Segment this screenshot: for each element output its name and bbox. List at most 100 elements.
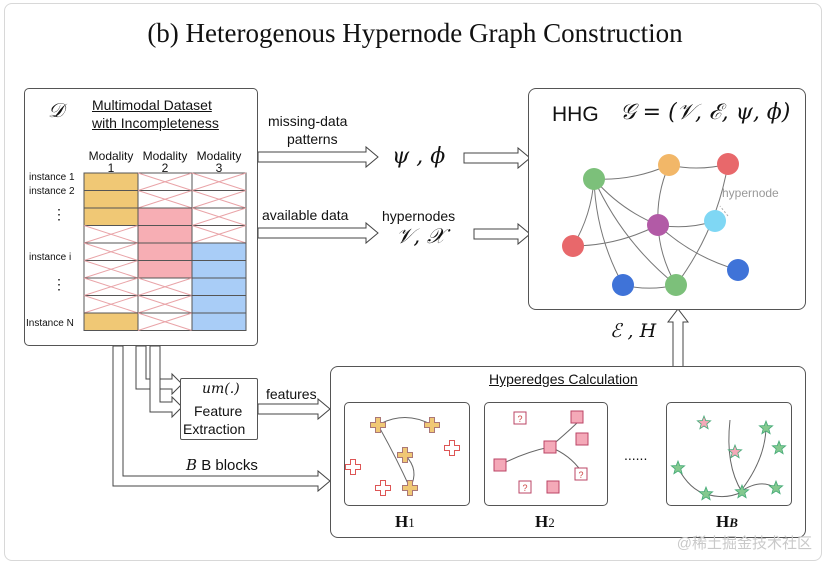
square-node: [493, 458, 507, 472]
graph-node: [665, 274, 687, 296]
b-blocks-label: B B blocks: [186, 456, 258, 474]
cross-node: [424, 417, 440, 433]
arrow-to-extraction-lower: [149, 345, 183, 419]
hyperedge-curve: [377, 417, 433, 426]
missing-cross: [191, 190, 247, 209]
missing-patterns-label-1: missing-data: [268, 113, 348, 129]
incompleteness-grid: [83, 172, 247, 331]
graph-node: [583, 168, 605, 190]
block-ellipsis: ......: [624, 447, 648, 463]
hyperedge-block-b: [666, 402, 792, 506]
missing-cross: [83, 225, 139, 244]
arrow-edges-to-hhg: [666, 308, 690, 369]
extraction-function: 𝑢𝑚(.): [202, 381, 240, 397]
dataset-title-line2: with Incompleteness: [92, 115, 219, 131]
missing-mark: ?: [578, 470, 583, 480]
cross-node: [402, 480, 418, 496]
block-label-b: HB: [716, 512, 738, 531]
star-node: [670, 459, 686, 475]
hhg-graph: [562, 153, 749, 296]
hypernode-label: hypernode: [722, 186, 779, 200]
hhg-formula: 𝒢 = (𝒱, ℰ, ψ, ϕ): [620, 100, 791, 125]
graph-node: [562, 235, 584, 257]
missing-node: [345, 459, 361, 475]
missing-cross: [137, 190, 193, 209]
grid-cell-present: [191, 312, 247, 331]
feature-extraction-box: [180, 378, 258, 440]
arrow-patterns-to-hhg: [463, 146, 531, 170]
arrow-features: [257, 397, 331, 421]
missing-node: [375, 480, 391, 496]
hyperedge-curve: [739, 427, 767, 493]
graph-edge: [593, 178, 677, 286]
instance-label-n: Instance N: [26, 318, 74, 329]
hhg-label: HHG: [552, 103, 599, 126]
hhg-box: [528, 88, 806, 310]
hypernodes-label: hypernodes: [382, 208, 456, 224]
hyperedge-curve: [728, 419, 743, 493]
cross-node: [370, 417, 386, 433]
missing-node: [518, 480, 532, 494]
square-node: [546, 480, 560, 494]
graph-node: [647, 214, 669, 236]
missing-cross: [83, 242, 139, 261]
star-node: [758, 419, 774, 435]
missing-node: [513, 411, 527, 425]
watermark: @稀土掘金技术社区: [676, 535, 812, 552]
available-data-label: available data: [262, 207, 349, 223]
hypernodes-result: 𝒱, 𝒳: [396, 224, 445, 248]
missing-cross: [191, 207, 247, 226]
hyperedge-block-2: [484, 402, 608, 506]
instance-dots-1: ⋮: [52, 206, 66, 222]
dataset-symbol: 𝒟: [48, 98, 64, 122]
hyperedges-title: Hyperedges Calculation: [489, 371, 638, 387]
figure-title: (b) Heterogenous Hypernode Graph Constru…: [147, 18, 683, 48]
cross-node: [397, 447, 413, 463]
graph-node: [704, 210, 726, 232]
missing-patterns-label-2: patterns: [287, 131, 338, 147]
features-label: features: [266, 386, 317, 402]
arrow-hypernodes-to-hhg: [473, 222, 531, 246]
hyperedge-curve: [677, 467, 707, 495]
extraction-line1: Feature: [194, 403, 243, 419]
missing-mark: ?: [522, 483, 527, 493]
square-node: [570, 410, 584, 424]
missing-node: [444, 440, 460, 456]
instance-label-2: instance 2: [29, 186, 75, 197]
arrow-b-blocks: [112, 345, 331, 493]
extraction-line2: Extraction: [183, 421, 246, 437]
graph-node: [612, 274, 634, 296]
star-node: [768, 479, 784, 495]
block-label-1: H1: [395, 512, 415, 531]
star-node: [696, 414, 712, 430]
block-label-2: H2: [535, 512, 555, 531]
instance-label-i: instance i: [29, 252, 72, 263]
dataset-title-line1: Multimodal Dataset: [92, 97, 212, 113]
missing-cross: [191, 225, 247, 244]
star-node: [727, 443, 743, 459]
square-node: [543, 440, 557, 454]
graph-node: [658, 154, 680, 176]
missing-cross: [191, 172, 247, 191]
edges-result: ℰ , H: [610, 320, 657, 342]
missing-cross: [83, 295, 139, 314]
arrow-available-data: [257, 221, 379, 245]
missing-cross: [137, 172, 193, 191]
missing-cross: [137, 312, 193, 331]
instance-label-1: instance 1: [29, 172, 75, 183]
hyperedge-curve: [499, 446, 551, 466]
missing-node: [574, 467, 588, 481]
star-node: [734, 483, 750, 499]
missing-cross: [83, 277, 139, 296]
graph-edge: [593, 178, 624, 286]
missing-cross: [137, 295, 193, 314]
graph-node: [717, 153, 739, 175]
graph-node: [727, 259, 749, 281]
missing-mark: ?: [517, 414, 522, 424]
